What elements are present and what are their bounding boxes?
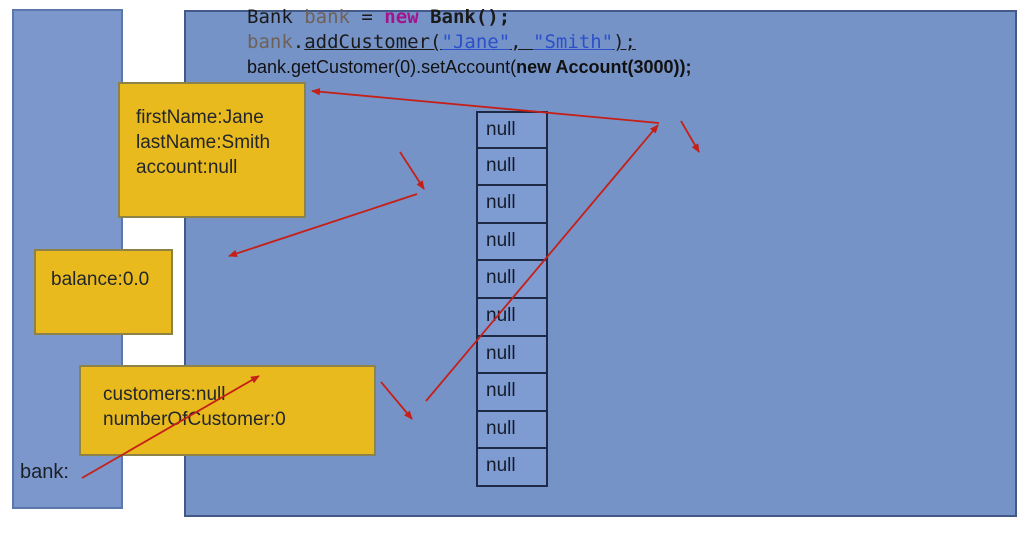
array-cell: null [476, 223, 548, 262]
code-string-smith: "Smith" [533, 31, 614, 53]
code-comma: , [510, 31, 534, 53]
field-last-name: lastName:Smith [136, 132, 271, 153]
account-object-box: balance:0.0 [34, 249, 173, 335]
bank-object-box: customers:null numberOfCustomer:0 [79, 365, 376, 456]
array-cell: null [476, 148, 548, 187]
code-space [419, 6, 430, 28]
code-string-jane: "Jane" [441, 31, 511, 53]
code-chain-call: bank.getCustomer(0).setAccount( [247, 57, 517, 77]
code-new-keyword: new [384, 6, 419, 28]
customer-object-box: firstName:Jane lastName:Smith account:nu… [118, 82, 306, 218]
array-cell: null [476, 374, 548, 412]
code-line-1: Bank bank = new Bank(); [247, 5, 691, 30]
array-cell: null [476, 111, 548, 149]
code-new-account: new Account(3000)); [516, 57, 692, 77]
code-line-3: bank.getCustomer(0).setAccount(new Accou… [247, 55, 691, 80]
field-first-name: firstName:Jane [136, 107, 264, 128]
bank-variable-label: bank: [20, 461, 69, 483]
code-close-paren: ); [613, 31, 636, 53]
array-cell: null [476, 298, 548, 337]
code-variable: bank [247, 31, 293, 53]
code-assign: = [349, 6, 385, 28]
array-cell: null [476, 449, 548, 487]
field-customers: customers:null [103, 384, 226, 405]
array-cell: null [476, 336, 548, 375]
code-type-name: Bank [247, 6, 305, 28]
array-cell: null [476, 261, 548, 299]
code-dot: . [292, 31, 305, 53]
code-line-2: bank.addCustomer("Jane", "Smith"); [247, 30, 691, 55]
code-method-call: addCustomer( [304, 31, 442, 53]
field-account: account:null [136, 157, 238, 178]
field-number-of-customer: numberOfCustomer:0 [103, 409, 286, 430]
code-snippet: Bank bank = new Bank(); bank.addCustomer… [247, 5, 691, 80]
array-cell: null [476, 411, 548, 450]
code-variable: bank [304, 6, 350, 28]
field-balance: balance:0.0 [51, 269, 150, 290]
code-constructor-call: Bank(); [430, 6, 511, 28]
array-cell: null [476, 186, 548, 224]
